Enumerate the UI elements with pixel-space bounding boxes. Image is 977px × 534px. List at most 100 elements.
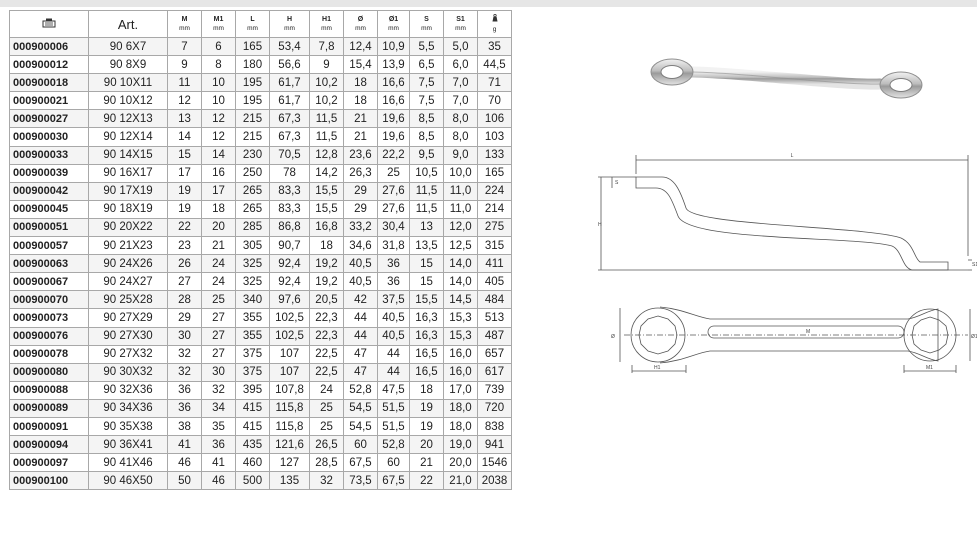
value-cell: 165	[235, 36, 270, 57]
value-cell: 17	[201, 181, 236, 201]
value-cell: 54,5	[343, 416, 378, 437]
article-code-cell: 000900070	[9, 290, 89, 310]
value-cell: 10,2	[309, 73, 344, 93]
value-cell: 11,5	[409, 199, 444, 219]
header-unit: mm	[213, 25, 224, 32]
value-cell: 44,5	[477, 55, 512, 75]
article-name-cell: 90 10X12	[88, 91, 168, 111]
value-cell: 103	[477, 127, 512, 147]
value-cell: 20	[201, 217, 236, 238]
value-cell: 22,5	[309, 362, 344, 382]
article-code-cell: 000900030	[9, 127, 89, 147]
value-cell: 19,2	[309, 272, 344, 292]
article-code-cell: 000900088	[9, 380, 89, 400]
value-cell: 30	[201, 362, 236, 382]
value-cell: 19,6	[377, 127, 410, 147]
value-cell: 941	[477, 435, 512, 455]
value-cell: 325	[235, 254, 270, 274]
value-cell: 838	[477, 416, 512, 437]
value-cell: 40,5	[377, 308, 410, 328]
value-cell: 18,0	[443, 416, 478, 437]
value-cell: 29	[343, 199, 378, 219]
value-cell: 16,5	[409, 344, 444, 364]
article-code-cell: 000900094	[9, 435, 89, 455]
value-cell: 2038	[477, 471, 512, 491]
value-cell: 22	[167, 217, 202, 238]
value-cell: 415	[235, 398, 270, 418]
header-cell-0	[9, 10, 89, 38]
article-name-cell: 90 46X50	[88, 471, 168, 491]
value-cell: 19	[167, 181, 202, 201]
value-cell: 30	[167, 326, 202, 346]
top-strip	[0, 0, 977, 7]
value-cell: 10,5	[409, 163, 444, 183]
value-cell: 21,0	[443, 471, 478, 491]
value-cell: 11,5	[309, 109, 344, 129]
value-cell: 36	[377, 254, 410, 274]
value-cell: 22,3	[309, 326, 344, 346]
article-name-cell: 90 24X27	[88, 272, 168, 292]
value-cell: 37,5	[377, 290, 410, 310]
value-cell: 33,2	[343, 217, 378, 238]
value-cell: 15,3	[443, 308, 478, 328]
header-unit: g	[492, 26, 497, 33]
value-cell: 8	[201, 55, 236, 75]
value-cell: 36	[167, 398, 202, 418]
value-cell: 18	[343, 91, 378, 111]
value-cell: 40,5	[343, 272, 378, 292]
article-code-cell: 000900051	[9, 217, 89, 238]
value-cell: 61,7	[269, 91, 310, 111]
value-cell: 36	[377, 272, 410, 292]
value-cell: 11,5	[409, 181, 444, 201]
value-cell: 18	[343, 73, 378, 93]
value-cell: 12,8	[309, 145, 344, 165]
value-cell: 10,2	[309, 91, 344, 111]
article-name-cell: 90 21X23	[88, 236, 168, 256]
value-cell: 71	[477, 73, 512, 93]
value-cell: 92,4	[269, 272, 310, 292]
value-cell: 215	[235, 127, 270, 147]
value-cell: 720	[477, 398, 512, 418]
value-cell: 12	[201, 127, 236, 147]
article-name-cell: 90 12X14	[88, 127, 168, 147]
value-cell: 27	[167, 272, 202, 292]
value-cell: 14	[201, 145, 236, 165]
value-cell: 21	[343, 127, 378, 147]
value-cell: 19	[409, 416, 444, 437]
value-cell: 27,6	[377, 181, 410, 201]
value-cell: 52,8	[377, 435, 410, 455]
value-cell: 7,5	[409, 91, 444, 111]
value-cell: 102,5	[269, 326, 310, 346]
value-cell: 97,6	[269, 290, 310, 310]
top-view-drawing: Ø Ø1 H1 M1 M	[611, 306, 977, 373]
value-cell: 10,0	[443, 163, 478, 183]
value-cell: 28	[167, 290, 202, 310]
article-name-cell: 90 12X13	[88, 109, 168, 129]
article-name-cell: 90 17X19	[88, 181, 168, 201]
header-unit: mm	[179, 25, 190, 32]
article-name-cell: 90 32X36	[88, 380, 168, 400]
value-cell: 165	[477, 163, 512, 183]
value-cell: 47	[343, 362, 378, 382]
article-code-cell: 000900006	[9, 36, 89, 57]
value-cell: 47,5	[377, 380, 410, 400]
article-code-cell: 000900039	[9, 163, 89, 183]
value-cell: 60	[377, 453, 410, 473]
value-cell: 73,5	[343, 471, 378, 491]
article-name-cell: 90 27X29	[88, 308, 168, 328]
value-cell: 395	[235, 380, 270, 400]
dim-label-M1: M1	[926, 365, 933, 371]
value-cell: 16,3	[409, 326, 444, 346]
value-cell: 195	[235, 73, 270, 93]
value-cell: 29	[343, 181, 378, 201]
value-cell: 375	[235, 362, 270, 382]
value-cell: 16,0	[443, 344, 478, 364]
